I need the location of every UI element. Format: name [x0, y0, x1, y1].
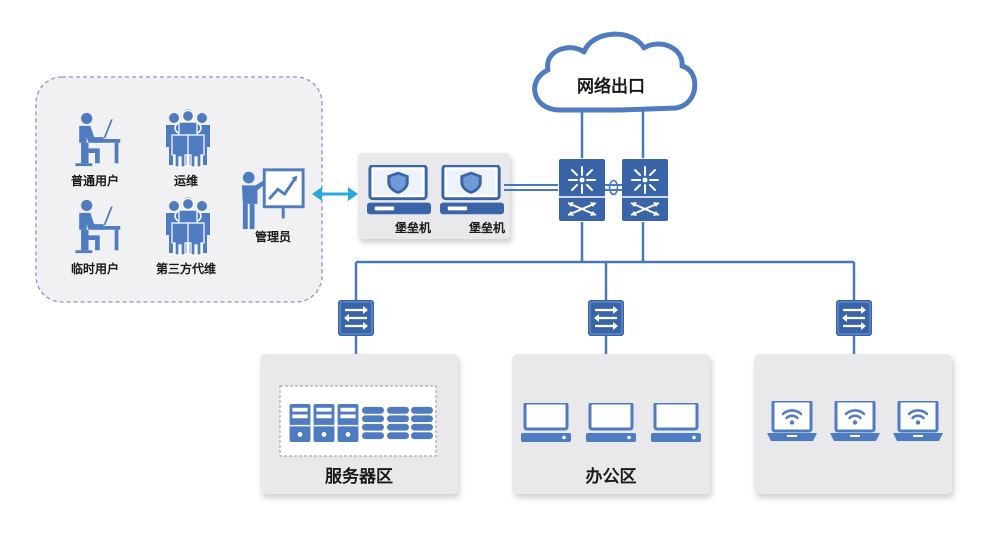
core-switch-1: [559, 158, 605, 222]
user-ops: 运维: [165, 108, 211, 188]
server-icon: [337, 404, 359, 442]
user-label: 第三方代维: [156, 261, 216, 276]
user-label: 临时用户: [71, 261, 119, 276]
user-third-party: 第三方代维: [156, 196, 216, 276]
cloud-uplinks: [580, 110, 645, 158]
network-exit-cloud: 网络出口: [532, 31, 698, 113]
zone-wireless: [754, 354, 952, 494]
zone-label: 办公区: [586, 466, 637, 487]
distribution-bus: [354, 222, 856, 358]
desktop-pc-icon: [586, 403, 636, 443]
user-temporary: 临时用户: [71, 199, 121, 276]
zone-office: 办公区: [512, 354, 710, 494]
bastion-host-icon: [367, 165, 431, 215]
bastion-host-2: 堡垒机: [440, 165, 505, 235]
wifi-laptop-icon: [892, 401, 944, 443]
user-label: 运维: [174, 173, 198, 188]
server-icon: [313, 404, 335, 442]
bastion-host-1: 堡垒机: [367, 165, 431, 235]
server-icon: [289, 404, 311, 442]
core-switch-icon: [559, 158, 605, 222]
zone-label: 服务器区: [325, 466, 393, 487]
admin-bastion-arrow: [312, 187, 358, 201]
access-switch-icon: [588, 300, 624, 336]
desktop-pc-icon: [521, 403, 571, 443]
bastion-host-icon: [440, 165, 504, 215]
user-label: 普通用户: [71, 173, 119, 188]
desktop-pc-icon: [651, 403, 701, 443]
wifi-laptop-icon: [766, 401, 818, 443]
cloud-label: 网络出口: [577, 76, 645, 97]
access-switch-icon: [338, 300, 374, 336]
core-switch-icon: [622, 158, 668, 222]
bastion-label: 堡垒机: [469, 220, 505, 235]
core-switch-interlink: [605, 179, 622, 196]
bastion-uplinks: [504, 184, 558, 191]
wifi-laptop-icon: [829, 401, 881, 443]
zone-server: 服务器区: [260, 354, 458, 494]
admin-user: 管理员: [240, 168, 305, 244]
access-switch-icon: [836, 300, 872, 336]
admin-label: 管理员: [255, 229, 291, 244]
core-switch-2: [622, 158, 668, 222]
user-group-panel: [35, 76, 323, 303]
bastion-label: 堡垒机: [395, 220, 431, 235]
user-ordinary: 普通用户: [71, 112, 121, 188]
